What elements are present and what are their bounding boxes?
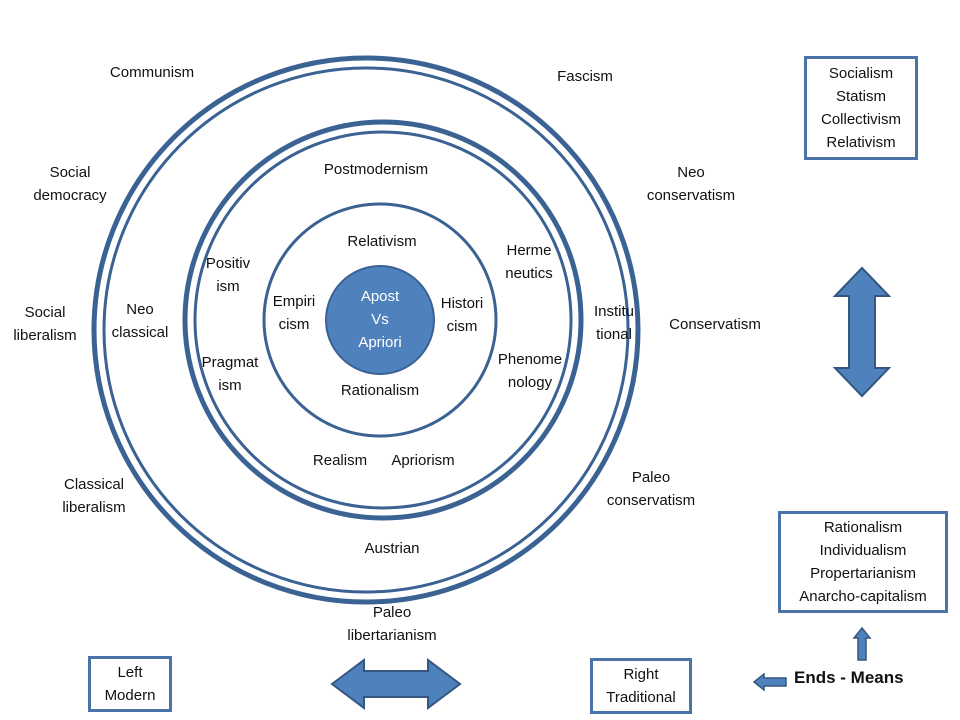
inner-label-relativism: Relativism <box>347 233 417 250</box>
outer-label-neoclassical: Neo classical <box>111 301 169 341</box>
middle-label-hermeneutics: Herme neutics <box>505 242 553 282</box>
inner-label-historicism: Histori cism <box>440 295 484 335</box>
middle-ring-outer-line <box>182 119 584 521</box>
inner-label-rationalism: Rationalism <box>340 382 420 399</box>
outer-ring-inner-line <box>102 66 630 594</box>
middle-label-pragmatism: Pragmat ism <box>201 354 259 394</box>
inner-ring <box>262 202 498 438</box>
double-headed-up-down-arrow-icon <box>832 266 892 398</box>
outer-label-institutional: Institu tional <box>593 303 635 343</box>
middle-label-positivism: Positiv ism <box>205 255 251 295</box>
double-headed-left-right-arrow-icon <box>330 658 462 710</box>
middle-ring-inner-line <box>193 130 573 510</box>
box-socialism-statism: Socialism Statism Collectivism Relativis… <box>804 56 918 160</box>
middle-label-postmodernism: Postmodernism <box>323 161 429 178</box>
middle-label-phenomenology: Phenome nology <box>497 351 563 391</box>
inner-label-empiricism: Empiri cism <box>272 293 316 333</box>
left-arrow-icon <box>752 672 787 692</box>
label-paleo-conservatism: Paleo conservatism <box>606 469 696 509</box>
core-label: Apost Vs Apriori <box>358 288 402 351</box>
legend-ends-means: Ends - Means <box>794 668 904 687</box>
core-circle <box>325 265 435 375</box>
outer-ring-outer-line <box>91 55 641 605</box>
up-arrow-icon <box>852 626 872 661</box>
box-left-modern: Left Modern <box>88 656 172 712</box>
label-classical-liberalism: Classical liberalism <box>62 476 126 516</box>
label-fascism: Fascism <box>557 68 613 85</box>
label-social-liberalism: Social liberalism <box>13 304 77 344</box>
label-communism: Communism <box>109 64 195 81</box>
label-conservatism: Conservatism <box>669 316 761 333</box>
box-right-traditional: Right Traditional <box>590 658 692 714</box>
middle-label-apriorism: Apriorism <box>391 452 455 469</box>
box-rationalism-individualism: Rationalism Individualism Propertarianis… <box>778 511 948 613</box>
label-social-democracy: Social democracy <box>33 164 107 204</box>
label-neo-conservatism: Neo conservatism <box>646 164 736 204</box>
outer-label-austrian: Austrian <box>364 540 420 557</box>
label-paleo-libertarianism: Paleo libertarianism <box>347 604 437 644</box>
middle-label-realism: Realism <box>312 452 368 469</box>
